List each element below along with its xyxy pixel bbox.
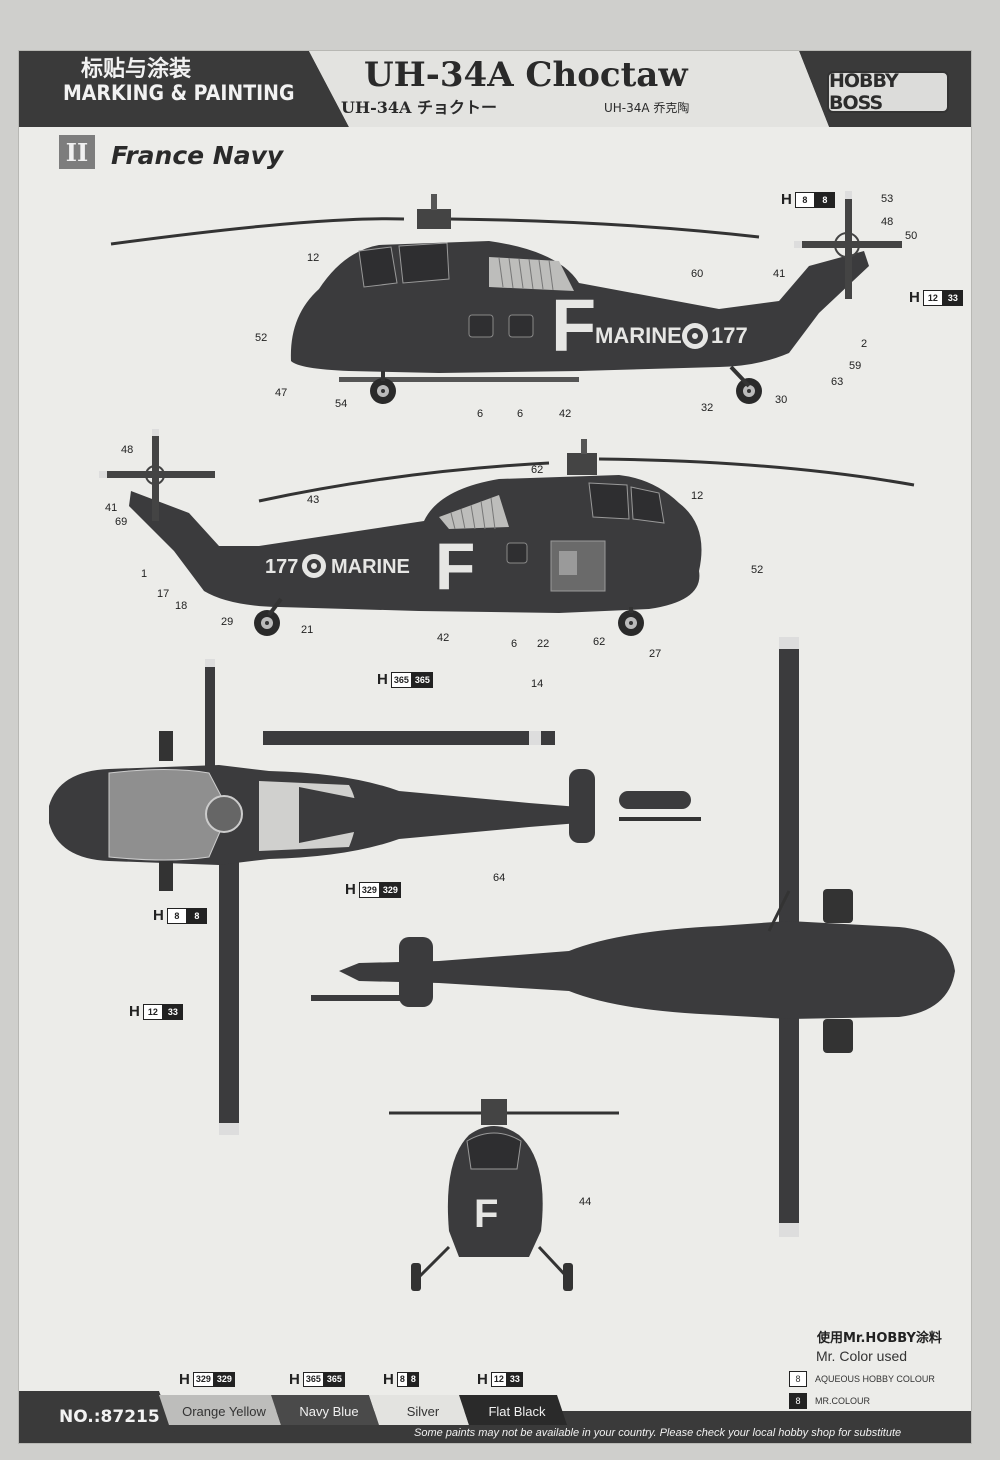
svg-text:52: 52 xyxy=(751,564,763,576)
svg-text:62: 62 xyxy=(531,464,543,476)
product-number: NO.:87215 xyxy=(59,1407,160,1427)
svg-text:12: 12 xyxy=(307,252,319,264)
side1-service: MARINE xyxy=(595,323,682,348)
section-title: France Navy xyxy=(111,141,284,170)
paint-tab-silver: Silver xyxy=(406,1403,440,1419)
side1-letter: F xyxy=(551,284,596,367)
side-view-right: 177 MARINE F xyxy=(99,429,915,636)
legend-subheading: Mr. Color used xyxy=(816,1348,908,1364)
side-view-left: F MARINE 177 xyxy=(110,191,902,404)
svg-text:27: 27 xyxy=(649,648,661,660)
paint-tab-flat-black: Flat Black xyxy=(488,1403,546,1419)
svg-text:64: 64 xyxy=(493,872,505,884)
svg-text:41: 41 xyxy=(773,268,785,280)
svg-text:18: 18 xyxy=(175,600,187,612)
header-title-cn: 标贴与涂装 xyxy=(81,57,192,82)
svg-text:12: 12 xyxy=(691,490,703,502)
svg-text:41: 41 xyxy=(105,502,117,514)
side2-tail-number: 177 xyxy=(265,556,298,578)
paint-tab-orange-yellow: Orange Yellow xyxy=(182,1403,266,1419)
footer-band xyxy=(19,1391,971,1443)
svg-text:54: 54 xyxy=(335,398,347,410)
top-view xyxy=(49,659,701,1135)
svg-text:32: 32 xyxy=(701,402,713,414)
model-title-jp: UH-34A チョクトー xyxy=(341,98,497,117)
aircraft-artwork: F MARINE 177 xyxy=(49,191,955,1291)
svg-text:17: 17 xyxy=(157,588,169,600)
instruction-sheet: 标贴与涂装 MARKING & PAINTING UH-34A Choctaw … xyxy=(18,50,972,1444)
svg-text:48: 48 xyxy=(881,216,893,228)
svg-text:47: 47 xyxy=(275,387,287,399)
svg-text:69: 69 xyxy=(115,516,127,528)
model-title: UH-34A Choctaw xyxy=(364,55,688,95)
svg-text:42: 42 xyxy=(559,408,571,420)
svg-text:22: 22 xyxy=(537,638,549,650)
svg-text:29: 29 xyxy=(221,616,233,628)
front-view: F xyxy=(389,1099,619,1291)
svg-text:14: 14 xyxy=(531,678,543,690)
svg-text:6: 6 xyxy=(477,408,483,420)
brand-logo: HOBBY BOSS xyxy=(827,70,949,114)
svg-text:53: 53 xyxy=(881,193,893,205)
svg-text:30: 30 xyxy=(775,394,787,406)
bottom-view xyxy=(311,637,955,1237)
svg-text:59: 59 xyxy=(849,360,861,372)
svg-text:52: 52 xyxy=(255,332,267,344)
front-letter: F xyxy=(474,1192,498,1236)
svg-text:21: 21 xyxy=(301,624,313,636)
svg-text:42: 42 xyxy=(437,632,449,644)
legend-heading: 使用Mr.HOBBY涂料 xyxy=(817,1331,942,1346)
header-title-en: MARKING & PAINTING xyxy=(63,81,295,105)
svg-text:1: 1 xyxy=(141,568,147,580)
svg-text:6: 6 xyxy=(511,638,517,650)
svg-text:60: 60 xyxy=(691,268,703,280)
model-title-cn: UH-34A 乔克陶 xyxy=(604,101,690,115)
svg-text:50: 50 xyxy=(905,230,917,242)
side1-tail-number: 177 xyxy=(711,323,748,348)
paint-tab-navy-blue: Navy Blue xyxy=(299,1403,359,1419)
side2-letter: F xyxy=(435,529,475,603)
svg-text:43: 43 xyxy=(307,494,319,506)
section-numeral: II xyxy=(59,135,95,169)
footer-disclaimer: Some paints may not be available in your… xyxy=(414,1427,902,1439)
svg-text:48: 48 xyxy=(121,444,133,456)
side2-service: MARINE xyxy=(331,556,410,578)
callout-numbers: 53 48 50 41 12 60 52 2 59 63 47 54 6 6 4… xyxy=(105,193,917,1208)
svg-text:63: 63 xyxy=(831,376,843,388)
svg-text:6: 6 xyxy=(517,408,523,420)
svg-text:2: 2 xyxy=(861,338,867,350)
svg-text:62: 62 xyxy=(593,636,605,648)
svg-text:44: 44 xyxy=(579,1196,591,1208)
